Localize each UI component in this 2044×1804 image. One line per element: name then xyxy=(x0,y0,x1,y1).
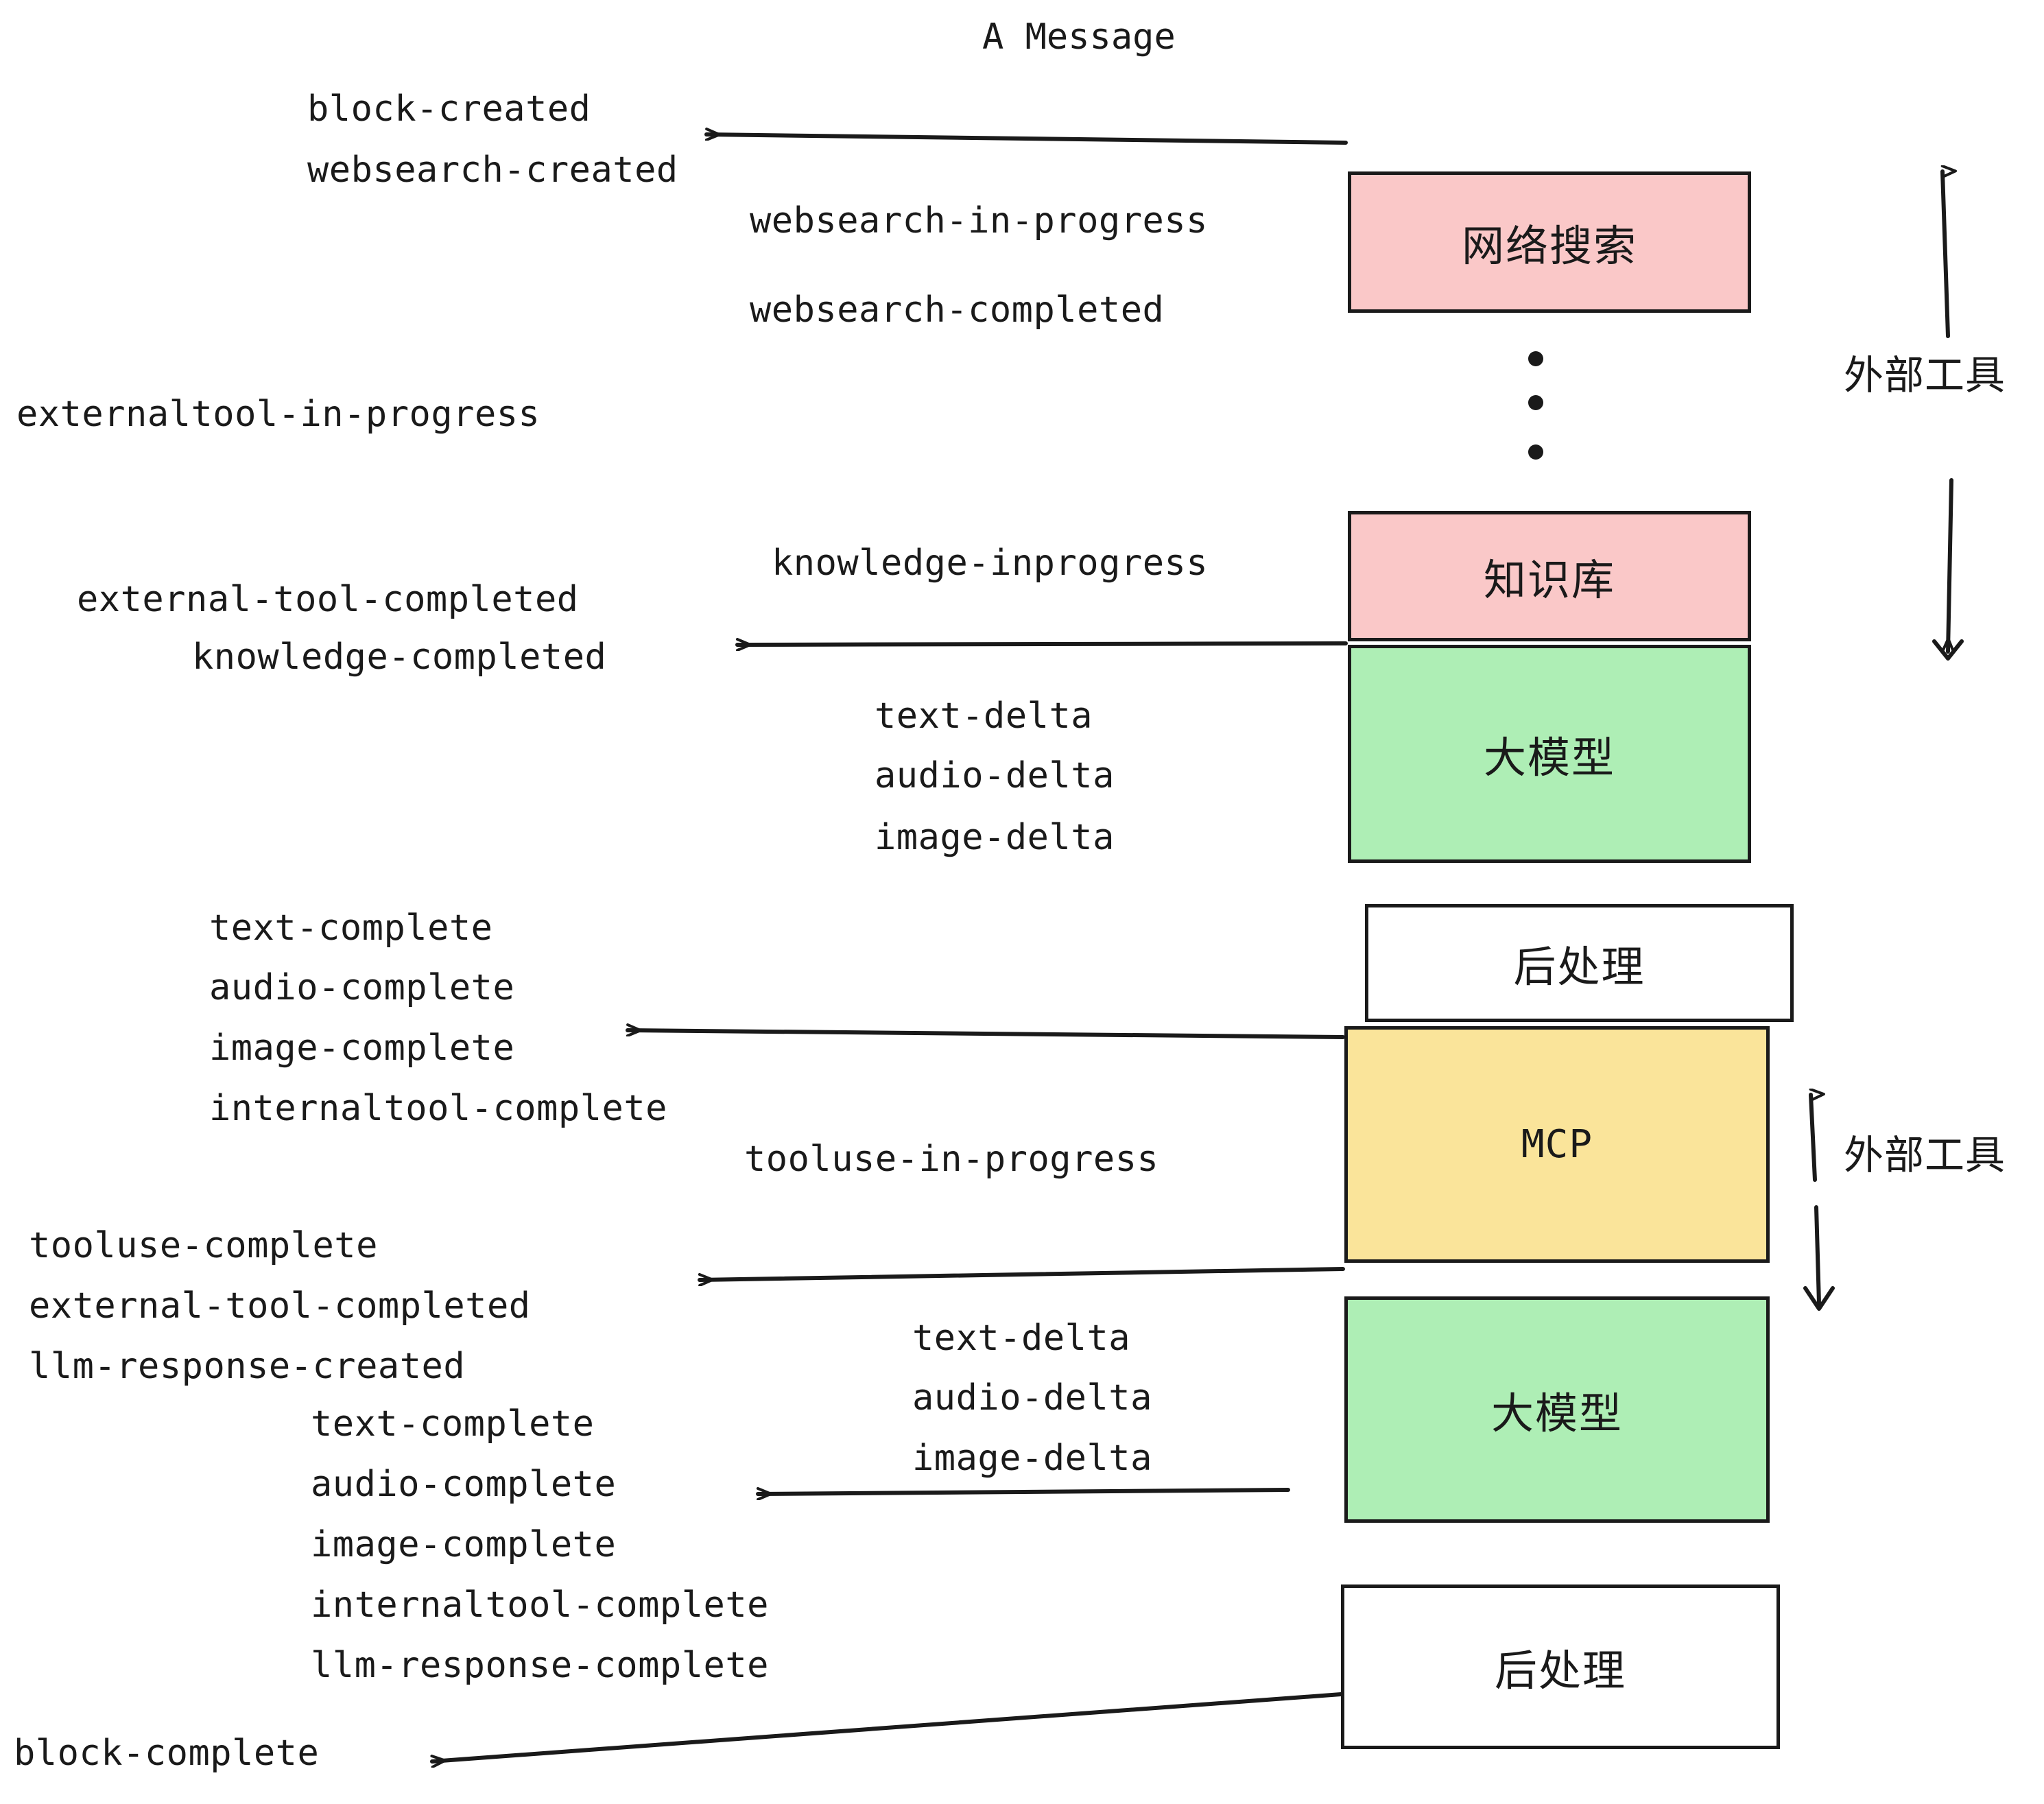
external-tool-bracket-bottom xyxy=(1803,1095,1835,1311)
event-label-text-delta-2: text-delta xyxy=(912,1318,1131,1359)
external-tool-bracket-top xyxy=(1932,171,1964,661)
event-label-websearch-in-progress: websearch-in-progress xyxy=(750,200,1208,241)
box-llm-bottom-label: 大模型 xyxy=(1490,1388,1623,1438)
box-websearch-label: 网络搜索 xyxy=(1461,221,1637,271)
event-label-externaltool-in-progress: externaltool-in-progress xyxy=(16,394,540,435)
event-label-internaltool-complete-2: internaltool-complete xyxy=(311,1585,769,1626)
box-mcp-label: MCP xyxy=(1521,1122,1593,1167)
event-label-image-delta-1: image-delta xyxy=(875,817,1115,858)
event-label-text-delta-1: text-delta xyxy=(875,696,1093,737)
event-label-llm-response-created: llm-response-created xyxy=(29,1346,466,1387)
event-label-image-complete-1: image-complete xyxy=(209,1028,515,1069)
ellipsis-dot-3 xyxy=(1528,444,1543,460)
event-label-block-complete: block-complete xyxy=(14,1733,320,1774)
arrow-block-created xyxy=(704,134,1348,145)
event-label-llm-response-complete: llm-response-complete xyxy=(311,1645,769,1686)
event-label-audio-complete-2: audio-complete xyxy=(311,1464,617,1505)
page-title: A Message xyxy=(982,16,1176,58)
event-label-tooluse-complete: tooluse-complete xyxy=(29,1225,378,1266)
event-label-knowledge-completed: knowledge-completed xyxy=(192,637,607,678)
box-postprocess-top[interactable]: 后处理 xyxy=(1365,904,1794,1022)
box-knowledge[interactable]: 知识库 xyxy=(1348,511,1751,641)
arrow-block-complete xyxy=(430,1692,1343,1761)
ellipsis-dot-1 xyxy=(1528,351,1543,366)
arrow-tooluse-complete xyxy=(698,1267,1345,1280)
box-llm-top-label: 大模型 xyxy=(1483,733,1615,783)
box-llm-top[interactable]: 大模型 xyxy=(1348,645,1751,863)
event-label-text-complete-1: text-complete xyxy=(209,907,493,949)
event-label-audio-delta-1: audio-delta xyxy=(875,755,1115,796)
event-label-knowledge-inprogress: knowledge-inprogress xyxy=(772,543,1209,584)
side-label-external-tool-bottom: 外部工具 xyxy=(1844,1132,2006,1178)
box-postprocess-bottom-label: 后处理 xyxy=(1494,1646,1626,1696)
event-label-websearch-completed: websearch-completed xyxy=(750,289,1165,331)
event-label-image-complete-2: image-complete xyxy=(311,1524,617,1565)
event-label-audio-delta-2: audio-delta xyxy=(912,1377,1152,1419)
box-llm-bottom[interactable]: 大模型 xyxy=(1344,1296,1770,1523)
event-label-websearch-created: websearch-created xyxy=(307,150,678,191)
event-label-external-tool-completed-2: external-tool-completed xyxy=(29,1285,531,1327)
arrow-knowledge-completed xyxy=(735,643,1348,645)
event-label-text-complete-2: text-complete xyxy=(311,1403,595,1445)
box-knowledge-label: 知识库 xyxy=(1483,555,1615,605)
event-label-image-delta-2: image-delta xyxy=(912,1438,1152,1479)
box-postprocess-top-label: 后处理 xyxy=(1513,942,1645,992)
arrow-audio-complete xyxy=(756,1490,1290,1494)
arrow-image-complete xyxy=(626,1030,1345,1039)
side-label-external-tool-top: 外部工具 xyxy=(1844,352,2006,399)
event-label-audio-complete-1: audio-complete xyxy=(209,967,515,1008)
event-label-tooluse-in-progress: tooluse-in-progress xyxy=(744,1139,1159,1180)
ellipsis-dot-2 xyxy=(1528,395,1543,410)
box-postprocess-bottom[interactable]: 后处理 xyxy=(1341,1585,1780,1749)
box-mcp[interactable]: MCP xyxy=(1344,1026,1770,1263)
event-label-external-tool-completed-1: external-tool-completed xyxy=(77,579,579,620)
box-websearch[interactable]: 网络搜索 xyxy=(1348,171,1751,313)
event-label-block-created: block-created xyxy=(307,88,591,130)
event-label-internaltool-complete-1: internaltool-complete xyxy=(209,1088,667,1129)
